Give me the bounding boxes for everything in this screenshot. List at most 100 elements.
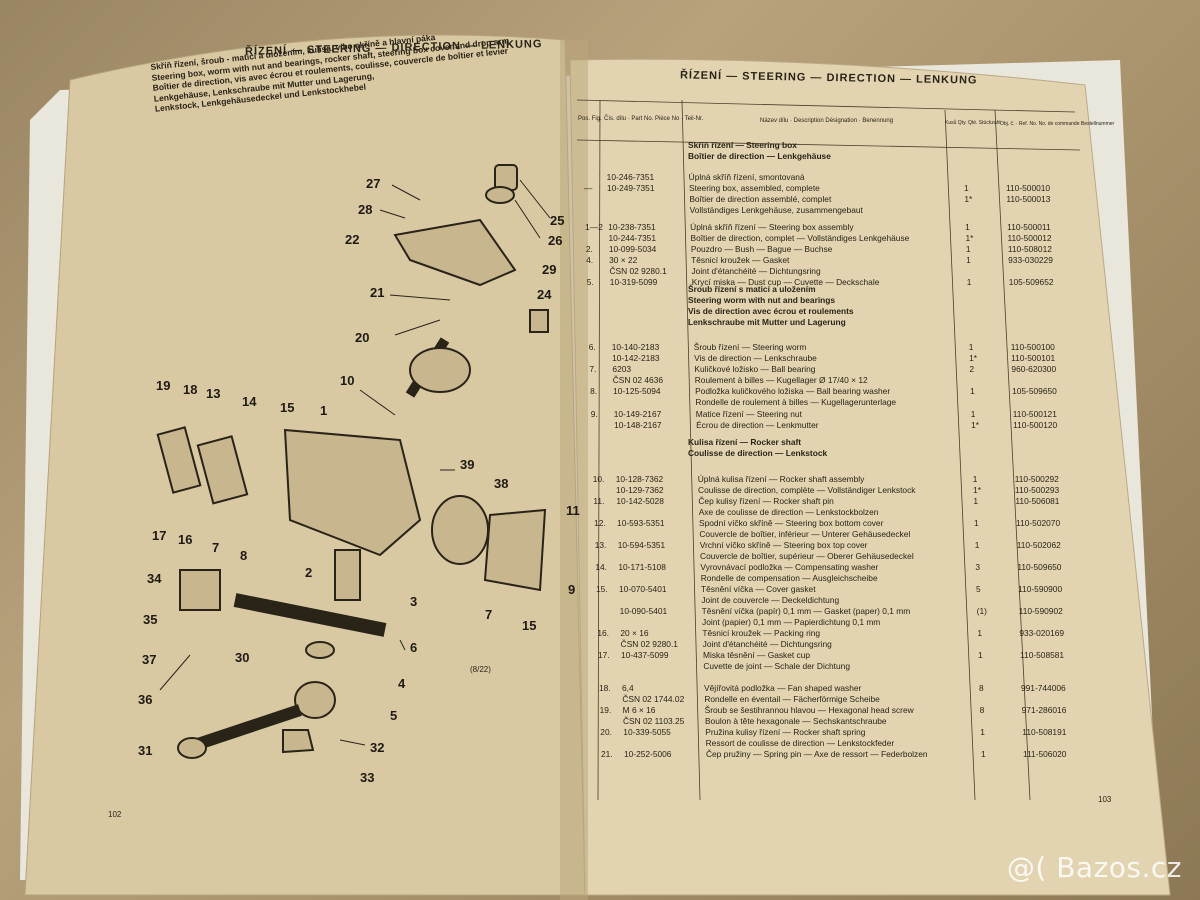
row-qty: 1 — [966, 255, 971, 265]
row-pos: 1—2 — [585, 222, 603, 232]
callout-14: 14 — [242, 394, 257, 409]
row-description: Úplná skříň řízení, smontovaná — [688, 172, 805, 182]
section-title: Lenkschraube mit Mutter und Lagerung — [688, 317, 846, 327]
row-part-no: 10-249-7351 — [606, 183, 655, 193]
row-ref-no: 110-500012 — [1007, 233, 1052, 243]
table-grid — [576, 99, 1081, 801]
row-part-no: 10-149-2167 — [613, 409, 662, 419]
row-ref-no: 110-500292 — [1014, 474, 1059, 484]
row-description: Kuličkové ložisko — Ball bearing — [694, 364, 816, 374]
figure-ref: (8/22) — [470, 665, 491, 674]
row-ref-no: 110-508012 — [1007, 244, 1052, 254]
row-part-no: ČSN 02 4636 — [612, 375, 664, 385]
row-description: Boîtier de direction, complet — Vollstän… — [690, 233, 910, 243]
callout-2: 2 — [305, 565, 313, 580]
row-part-no: 10-594-5351 — [617, 540, 666, 550]
row-part-no: 10-171-5108 — [618, 562, 666, 572]
row-part-no: 10-128-7362 — [615, 474, 664, 484]
row-description: Rondelle de compensation — Ausgleichsche… — [700, 573, 878, 583]
row-qty: 5 — [976, 584, 981, 594]
row-description: Šroub se šestihrannou hlavou — Hexagonal… — [704, 705, 914, 715]
leader-lines — [159, 179, 551, 746]
row-ref-no: 110-506081 — [1015, 496, 1060, 506]
callout-39: 39 — [460, 457, 475, 472]
bottom-cover-part — [156, 426, 202, 494]
row-part-no: 10-070-5401 — [619, 584, 667, 594]
section-title: Šroub řízení s maticí a uložením — [688, 284, 816, 294]
row-description: Couvercle de boîtier, supérieur — Oberer… — [700, 551, 914, 561]
row-description: Spodní víčko skříně — Steering box botto… — [699, 518, 884, 528]
callout-16: 16 — [178, 532, 193, 547]
row-description: Šroub řízení — Steering worm — [693, 342, 807, 352]
washer-part — [305, 641, 335, 659]
box-cover-part — [393, 218, 517, 287]
row-pos: 4. — [586, 255, 594, 265]
row-description: Boîtier de direction assemblé, complet — [689, 194, 832, 204]
callout-37: 37 — [142, 652, 157, 667]
row-pos: 15. — [596, 584, 608, 594]
row-ref-no: 991-744006 — [1020, 683, 1066, 693]
row-part-no: 10-238-7351 — [608, 222, 656, 232]
row-qty: 1 — [980, 749, 986, 759]
row-qty: 1 — [978, 650, 983, 660]
callout-6: 6 — [410, 640, 418, 655]
row-description: Vrchní víčko skříně — Steering box top c… — [699, 540, 868, 550]
row-ref-no: 105-509652 — [1008, 277, 1054, 287]
row-qty: 1 — [966, 277, 972, 287]
callout-22: 22 — [345, 232, 360, 247]
row-part-no: 6203 — [612, 364, 632, 374]
row-qty: 3 — [975, 562, 981, 572]
callout-32: 32 — [370, 740, 385, 755]
drop-arm-eye — [177, 737, 207, 759]
row-description: Vějířovitá podložka — Fan shaped washer — [703, 683, 862, 693]
callout-10: 10 — [340, 373, 355, 388]
row-description: Pružina kulisy řízení — Rocker shaft spr… — [705, 727, 866, 737]
callout-19: 19 — [156, 378, 171, 393]
callout-27: 27 — [366, 176, 381, 191]
callout-7: 7 — [212, 540, 220, 555]
drop-arm-nut — [282, 729, 315, 754]
row-pos: 10. — [592, 474, 605, 484]
end-cap-part — [179, 569, 221, 611]
right-page — [569, 58, 1171, 896]
row-pos: 18. — [598, 683, 611, 693]
callout-4: 4 — [398, 676, 406, 691]
row-ref-no: 110-500121 — [1012, 409, 1057, 419]
callout-9: 9 — [568, 582, 576, 597]
row-description: Pouzdro — Bush — Bague — Buchse — [690, 244, 833, 254]
callout-11: 11 — [566, 503, 580, 518]
col-header-desc: Název dílu · Description Désignation · B… — [760, 118, 894, 124]
row-pos: 17. — [598, 650, 610, 660]
callout-25: 25 — [550, 213, 565, 228]
row-pos: — — [583, 183, 593, 193]
exploded-view-diagram — [156, 164, 549, 759]
callout-29: 29 — [542, 262, 557, 277]
row-part-no: 30 × 22 — [609, 255, 638, 265]
row-qty: 2 — [969, 364, 975, 374]
gasket-part — [485, 186, 515, 204]
row-ref-no: 110-508191 — [1022, 727, 1067, 737]
row-ref-no: 110-508581 — [1020, 650, 1065, 660]
row-description: Coulisse de direction, complète — Vollst… — [698, 485, 916, 495]
row-qty: 1 — [965, 222, 970, 232]
row-part-no: ČSN 02 1744.02 — [622, 694, 685, 704]
row-ref-no: 110-590902 — [1018, 606, 1063, 616]
rocker-arm-part — [409, 347, 471, 393]
bush-lower-part — [334, 549, 361, 601]
row-part-no: 10-246-7351 — [606, 172, 655, 182]
callout-35: 35 — [143, 612, 158, 627]
book-gutter — [560, 40, 588, 900]
row-ref-no: 110-590900 — [1018, 584, 1063, 594]
callout-17: 17 — [152, 528, 167, 543]
row-qty: 1 — [970, 409, 976, 419]
callout-15b: 15 — [522, 618, 537, 633]
row-ref-no: 933-020169 — [1019, 628, 1065, 638]
row-description: Steering box, assembled, complete — [688, 183, 820, 193]
callout-18: 18 — [183, 382, 198, 397]
row-part-no: 10-319-5099 — [609, 277, 658, 287]
row-ref-no: 110-500120 — [1013, 420, 1058, 430]
callout-7b: 7 — [485, 607, 493, 622]
row-pos: 14. — [595, 562, 608, 572]
row-qty: 1* — [971, 420, 980, 430]
row-qty: 8 — [979, 705, 985, 715]
